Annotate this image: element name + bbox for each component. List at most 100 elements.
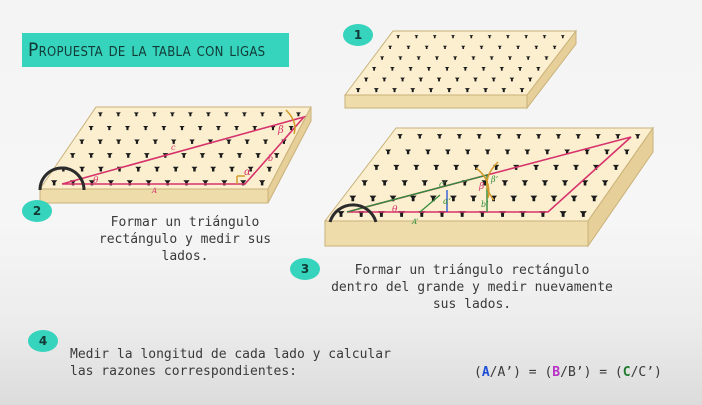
board-2-label-a: A: [151, 187, 157, 195]
peg: [371, 66, 377, 71]
peg: [266, 166, 273, 172]
peg: [426, 66, 432, 71]
peg: [205, 112, 211, 117]
board-2-label-alpha: α: [244, 167, 251, 178]
peg: [135, 166, 142, 172]
peg: [516, 134, 522, 139]
peg: [456, 134, 463, 139]
peg: [337, 211, 345, 217]
step-4-text: Medir la longitud de cada lado y calcula…: [70, 346, 391, 380]
peg: [361, 180, 368, 186]
peg: [561, 180, 569, 186]
peg: [126, 180, 133, 186]
peg: [152, 139, 159, 144]
ratio-equals: =: [591, 365, 615, 380]
peg: [461, 45, 466, 50]
ratio-a-prime: A’: [497, 365, 514, 380]
ratio-slash: /: [560, 365, 568, 380]
peg: [433, 164, 440, 170]
ratio-b-prime: B’: [567, 365, 584, 380]
board-3-front: [324, 220, 589, 247]
peg: [169, 112, 175, 117]
board-2-label-b: b: [268, 154, 273, 163]
peg: [408, 66, 413, 71]
board-2-protractor: [38, 166, 86, 191]
peg: [451, 35, 455, 39]
peg: [510, 195, 518, 202]
peg: [564, 149, 571, 155]
peg: [381, 77, 387, 82]
peg: [524, 149, 531, 155]
peg: [381, 180, 388, 186]
ratio-a: A: [481, 365, 490, 380]
peg: [497, 45, 502, 50]
peg: [463, 66, 468, 71]
peg: [400, 77, 405, 82]
ratio-b: B: [552, 365, 561, 380]
peg: [385, 149, 392, 155]
peg: [473, 77, 478, 82]
pegboard-2: c β b α θ A: [38, 106, 312, 204]
board-2-label-c: c: [171, 143, 176, 152]
peg: [449, 195, 457, 202]
peg: [215, 125, 221, 131]
peg: [134, 139, 140, 144]
peg: [441, 180, 449, 186]
peg: [202, 180, 209, 186]
step-2-badge: 2: [22, 200, 52, 222]
ratio-paren: ): [583, 365, 592, 380]
peg: [544, 56, 549, 60]
peg: [595, 134, 601, 139]
ratio-c: C: [622, 365, 631, 380]
peg: [69, 153, 76, 158]
peg: [262, 139, 269, 144]
peg: [612, 164, 620, 170]
peg: [373, 88, 379, 93]
peg: [405, 149, 412, 155]
peg: [501, 88, 507, 93]
peg: [97, 112, 103, 117]
peg: [504, 149, 511, 155]
peg: [145, 180, 152, 186]
board-2-side: [267, 106, 312, 204]
peg: [187, 112, 193, 117]
board-1-front: [344, 94, 528, 109]
peg: [397, 134, 403, 139]
pegboard-3: c’ β β’ b’ α’ θ A’: [323, 126, 654, 248]
board-3-pegs: [337, 134, 641, 217]
peg: [349, 195, 357, 202]
peg: [464, 149, 471, 155]
peg: [259, 112, 265, 117]
board-3-label-beta: β: [478, 182, 484, 192]
peg: [542, 35, 547, 39]
peg: [524, 35, 529, 39]
peg: [355, 88, 361, 93]
peg: [634, 134, 641, 139]
peg: [106, 125, 112, 131]
peg: [247, 166, 254, 172]
peg: [491, 77, 497, 82]
peg: [432, 35, 437, 39]
board-2-label-theta: θ: [93, 176, 99, 186]
peg: [519, 88, 525, 93]
ratio-formula: (A/A’) = (B/B’) = (C/C’): [474, 365, 662, 380]
peg: [446, 88, 452, 93]
peg: [88, 125, 94, 131]
step-3-text: Formar un triángulo rectángulo dentro de…: [302, 262, 642, 313]
peg: [406, 45, 411, 50]
step-3-line-1: Formar un triángulo rectángulo: [354, 263, 590, 278]
step-4-line-2: las razones correspondientes:: [70, 364, 297, 379]
peg: [623, 149, 630, 155]
peg: [164, 180, 171, 186]
peg: [453, 56, 458, 60]
peg: [191, 166, 198, 172]
peg: [133, 112, 139, 117]
step-2-line-1: Formar un triángulo: [110, 215, 260, 230]
peg: [521, 180, 529, 186]
peg: [416, 134, 423, 139]
peg: [277, 112, 283, 117]
peg: [396, 35, 401, 39]
peg: [179, 125, 185, 131]
board-3-label-a-prime: A’: [411, 218, 418, 226]
